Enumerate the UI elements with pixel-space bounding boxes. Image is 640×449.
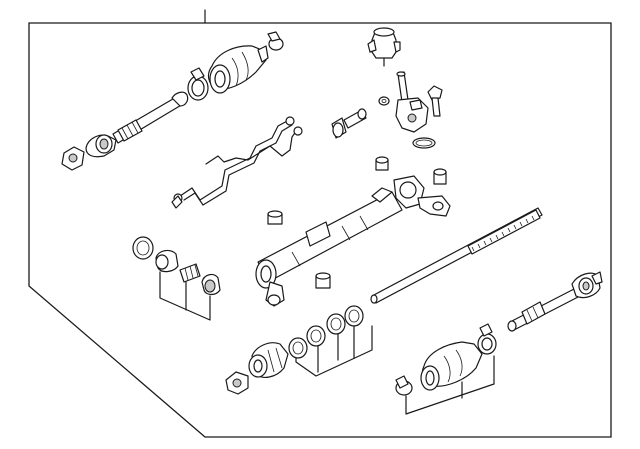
valve-washer (378, 96, 390, 106)
spring-left (179, 263, 201, 283)
rack-end-bushing-left (132, 236, 154, 260)
valve-bolt (427, 85, 443, 117)
valve-seal-ring (412, 137, 436, 149)
mount-bushing (267, 156, 447, 289)
hydraulic-lines (171, 116, 303, 209)
rack-shaft (370, 207, 543, 304)
outer-tie-rod-end-right (571, 271, 603, 299)
seal-kit-rings (288, 305, 364, 359)
callout-lines (159, 271, 495, 415)
cap-left (201, 273, 221, 296)
diagram-frame (28, 22, 612, 438)
outer-tie-rod-nut-bottom (225, 371, 249, 395)
rack-housing (255, 175, 451, 307)
control-valve (395, 71, 429, 133)
rack-end-bushing-right (248, 342, 289, 378)
boot-right (420, 341, 483, 391)
spacer-left (155, 249, 179, 273)
inner-tie-rod-left (112, 91, 189, 144)
boot-clamp-right (395, 323, 497, 396)
boot-clamp-left (187, 31, 284, 101)
outer-tie-rod-end-left (61, 134, 117, 171)
inner-tie-rod-right (507, 287, 581, 332)
boot-left (207, 45, 269, 94)
valve-fitting (331, 108, 367, 139)
pinion-housing-cap (367, 27, 401, 67)
